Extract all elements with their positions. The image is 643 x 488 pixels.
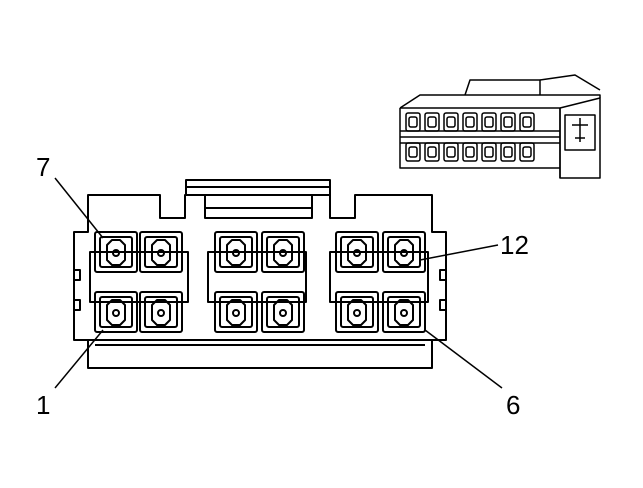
callout-pin-7: 7 — [36, 152, 51, 182]
iso-pin — [462, 142, 478, 162]
iso-pin — [500, 142, 516, 162]
leader-line-1 — [54, 329, 104, 389]
iso-pin — [462, 112, 478, 132]
connector-isometric-view — [399, 74, 601, 179]
terminal-cavity — [382, 231, 426, 273]
terminal-cavity — [94, 291, 138, 333]
terminal-cavity — [214, 291, 258, 333]
iso-pin — [519, 142, 535, 162]
leader-line-12 — [419, 244, 499, 261]
terminal-cavities — [89, 231, 429, 333]
leader-line-6 — [424, 329, 503, 389]
terminal-cavity — [261, 231, 305, 273]
terminal-cavity — [214, 231, 258, 273]
callout-pin-1: 1 — [36, 390, 51, 420]
terminal-cavity — [94, 231, 138, 273]
callout-pin-12: 12 — [500, 230, 529, 260]
terminal-cavity — [335, 291, 379, 333]
leader-line-7 — [54, 177, 104, 239]
terminal-cavity — [139, 231, 183, 273]
terminal-cavity — [382, 291, 426, 333]
callout-pin-6: 6 — [506, 390, 521, 420]
terminal-cavity — [261, 291, 305, 333]
iso-pin — [481, 142, 497, 162]
iso-pin — [443, 112, 459, 132]
iso-pin — [424, 142, 440, 162]
leader-lines — [54, 177, 503, 389]
terminal-cavity — [335, 231, 379, 273]
connector-housing — [73, 179, 447, 369]
iso-pin — [481, 112, 497, 132]
iso-pin — [500, 112, 516, 132]
iso-pin — [405, 142, 421, 162]
iso-pin — [405, 112, 421, 132]
iso-pin — [519, 112, 535, 132]
iso-pin — [443, 142, 459, 162]
iso-pin — [424, 112, 440, 132]
terminal-cavity — [139, 291, 183, 333]
